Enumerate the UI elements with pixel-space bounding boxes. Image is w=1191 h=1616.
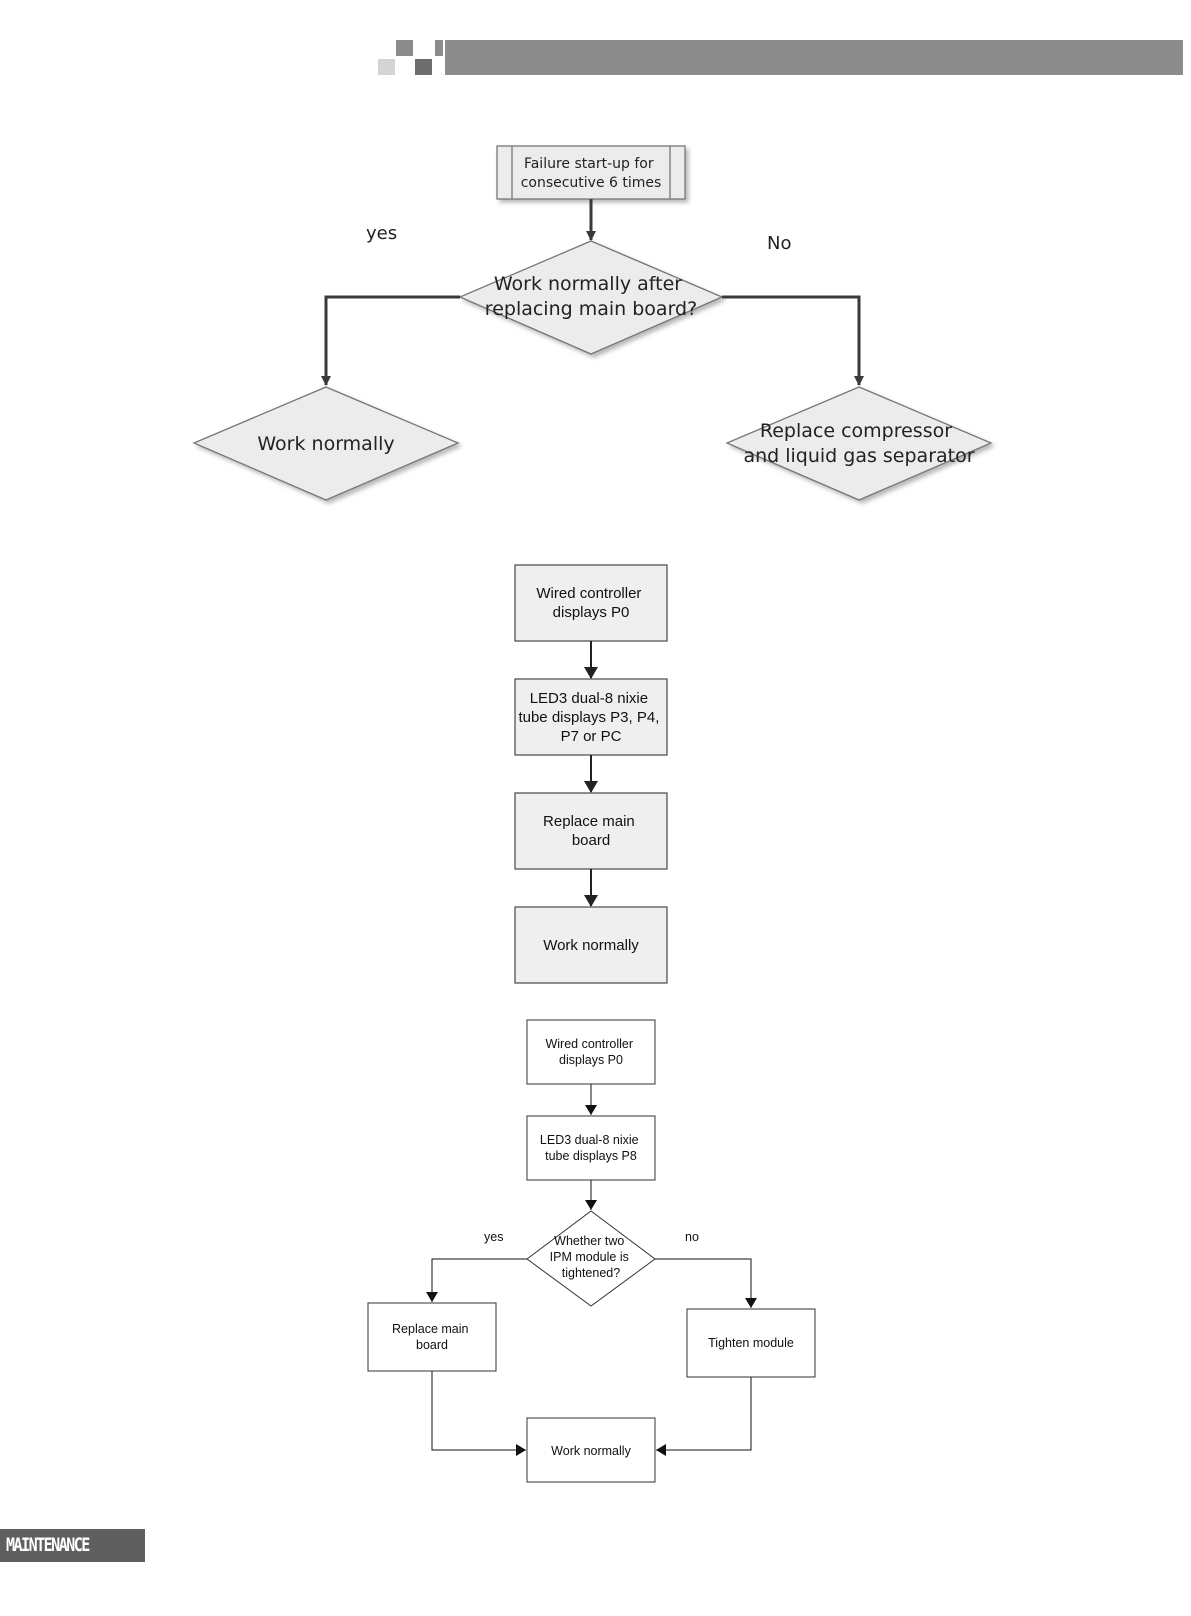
- header-square-4: [435, 40, 443, 56]
- svg-text:Work normally: Work normally: [543, 937, 639, 954]
- fc1-decision: Work normally after replacing main board…: [458, 240, 724, 355]
- svg-text:Work normally: Work normally: [551, 1444, 631, 1458]
- fc2-step4-line-1: Work normally: [543, 937, 639, 954]
- fc3-arrow-yes: [426, 1258, 527, 1302]
- footer-section-tag: MAINTENANCE: [0, 1529, 145, 1562]
- fc3-step1-line-2: displays P0: [559, 1053, 623, 1067]
- fc2-step2-line-1: LED3 dual-8 nixie: [530, 690, 648, 707]
- fc3-no-action-line-1: Tighten module: [708, 1336, 794, 1350]
- fc1-start-line-2: consecutive 6 times: [521, 175, 662, 191]
- fc3-yes-label: yes: [484, 1230, 503, 1244]
- fc1-decision-line-2: replacing main board?: [485, 298, 697, 320]
- fc3-arrow-yes-end: [431, 1371, 526, 1456]
- fc3-decision-line-1: Whether two: [554, 1234, 624, 1248]
- fc1-no-outcome: Replace compressor and liquid gas separa…: [725, 386, 993, 501]
- svg-text:Work normally: Work normally: [257, 433, 394, 455]
- svg-text:LED3 dual-8 nixie tube: LED3 dual-8 nixie tube displays P8: [540, 1133, 642, 1163]
- header-square-1: [396, 40, 413, 56]
- svg-text:Whether two IPM module: Whether two IPM module is tightened?: [550, 1234, 633, 1280]
- fc1-arrow-yes: [321, 295, 460, 386]
- fc1-arrow-no: [722, 295, 864, 386]
- fc1-yes-outcome: Work normally: [192, 386, 460, 501]
- footer-section-label: MAINTENANCE: [6, 1533, 90, 1557]
- svg-text:Replace main board: Replace main board: [543, 813, 639, 849]
- fc2-step2-box: LED3 dual-8 nixie tube displays P3, P4, …: [514, 678, 668, 756]
- fc3-step1-box: Wired controller displays P0: [526, 1019, 656, 1085]
- fc1-start-box: Failure start-up for consecutive 6 times: [496, 145, 686, 200]
- svg-text:Wired controller displ: Wired controller displays P0: [536, 585, 645, 621]
- svg-text:Tighten module: Tighten module: [708, 1336, 794, 1350]
- flowchart-2: Wired controller displays P0 LED3 dual-8…: [514, 564, 668, 984]
- fc3-decision-line-3: tightened?: [562, 1266, 620, 1280]
- fc3-yes-action-line-1: Replace main: [392, 1322, 468, 1336]
- fc3-step2-box: LED3 dual-8 nixie tube displays P8: [526, 1115, 656, 1181]
- fc3-arrow-no: [655, 1258, 757, 1308]
- fc1-yes-label: yes: [366, 223, 397, 244]
- svg-text:Replace compressor and: Replace compressor and liquid gas separa…: [743, 420, 974, 467]
- svg-text:Work normally after re: Work normally after replacing main board…: [485, 273, 697, 320]
- fc3-decision-line-2: IPM module is: [550, 1250, 629, 1264]
- svg-text:LED3 dual-8 nixie tube: LED3 dual-8 nixie tube displays P3, P4, …: [518, 690, 663, 745]
- fc3-no-action-box: Tighten module: [686, 1308, 816, 1378]
- fc2-step3-line-1: Replace main: [543, 813, 635, 830]
- fc2-step1-box: Wired controller displays P0: [514, 564, 668, 642]
- header-bar: [445, 40, 1183, 75]
- fc1-no-outcome-line-1: Replace compressor: [760, 420, 952, 442]
- fc3-no-label: no: [685, 1230, 699, 1244]
- header-square-2: [378, 59, 395, 75]
- fc2-step3-box: Replace main board: [514, 792, 668, 870]
- fc2-step3-line-2: board: [572, 832, 610, 849]
- fc3-end-box: Work normally: [526, 1417, 656, 1483]
- fc1-no-outcome-line-2: and liquid gas separator: [743, 445, 974, 467]
- fc3-step2-line-2: tube displays P8: [545, 1149, 637, 1163]
- fc3-yes-action-line-2: board: [416, 1338, 448, 1352]
- fc3-step2-line-1: LED3 dual-8 nixie: [540, 1133, 639, 1147]
- fc3-arrow-no-end: [656, 1377, 752, 1456]
- header-square-3: [415, 59, 432, 75]
- flowchart-3: Wired controller displays P0 LED3 dual-8…: [367, 1019, 816, 1483]
- fc2-step2-line-3: P7 or PC: [561, 728, 622, 745]
- svg-text:Replace main board: Replace main board: [392, 1322, 472, 1352]
- fc2-step1-line-2: displays P0: [553, 604, 630, 621]
- fc1-no-label: No: [767, 233, 791, 254]
- fc1-start-line-1: Failure start-up for: [524, 156, 654, 172]
- fc3-decision: Whether two IPM module is tightened?: [526, 1210, 656, 1307]
- svg-text:Failure start-up for c: Failure start-up for consecutive 6 times: [521, 156, 662, 191]
- fc2-step4-box: Work normally: [514, 906, 668, 984]
- fc3-yes-action-box: Replace main board: [367, 1302, 497, 1372]
- fc3-step1-line-1: Wired controller: [545, 1037, 633, 1051]
- fc2-step1-line-1: Wired controller: [536, 585, 641, 602]
- flowchart-1: Failure start-up for consecutive 6 times…: [192, 145, 993, 501]
- fc3-end-line-1: Work normally: [551, 1444, 631, 1458]
- fc1-decision-line-1: Work normally after: [494, 273, 682, 295]
- fc1-yes-outcome-line-1: Work normally: [257, 433, 394, 455]
- svg-text:Wired controller displ: Wired controller displays P0: [545, 1037, 636, 1067]
- fc2-step2-line-2: tube displays P3, P4,: [518, 709, 659, 726]
